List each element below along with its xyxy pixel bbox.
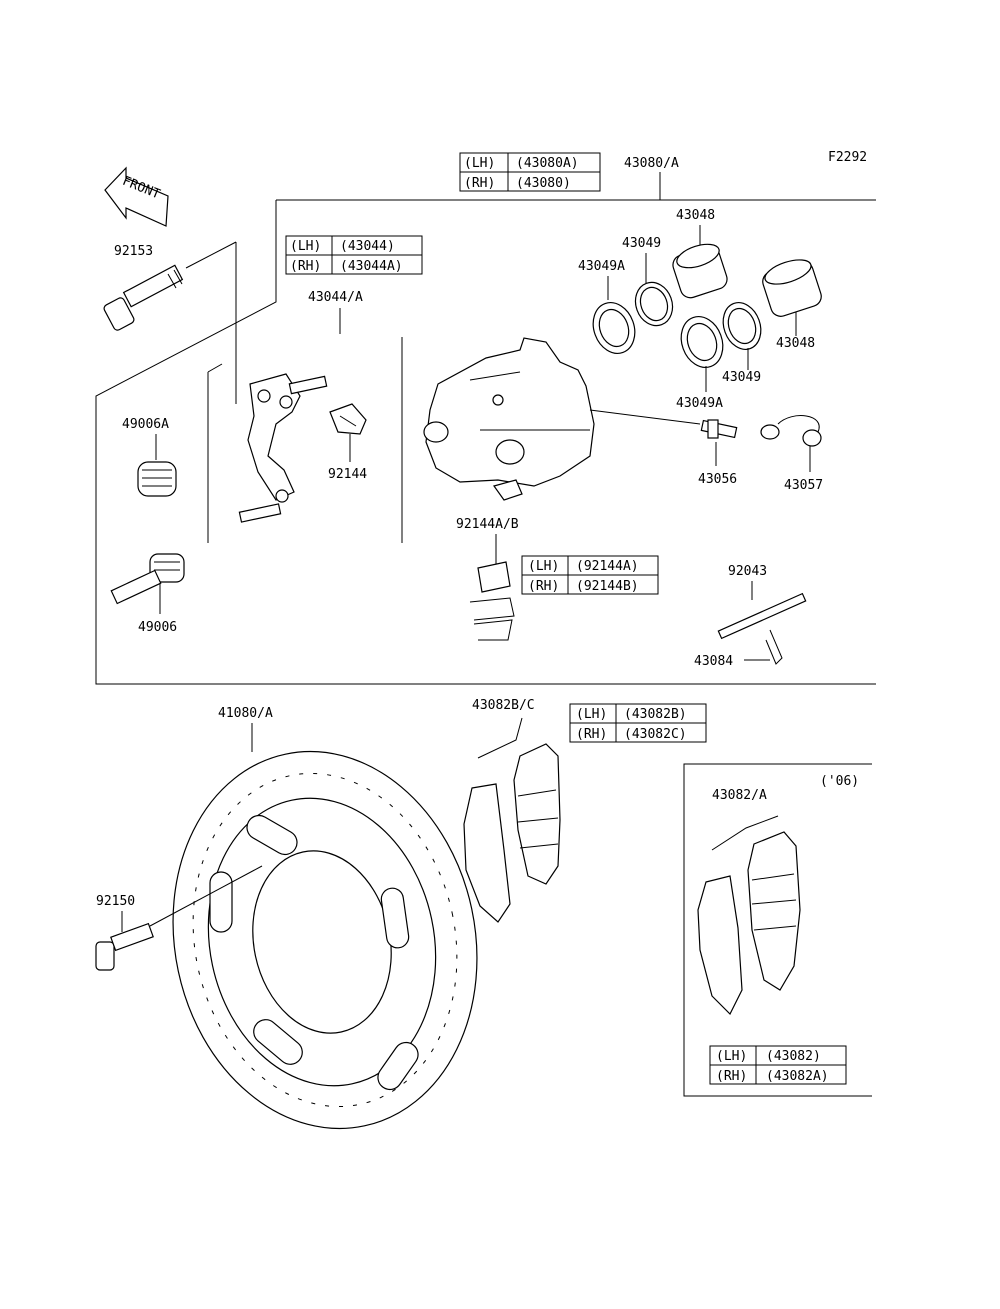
spring-lh-side: (LH) bbox=[528, 559, 559, 574]
label-seal-49-b: 43049 bbox=[722, 370, 761, 385]
spring-rh-part: (92144B) bbox=[576, 579, 639, 594]
pads-bc-rh-side: (RH) bbox=[576, 727, 607, 742]
caliper-group-outline bbox=[95, 199, 876, 685]
label-piston-b: 43048 bbox=[776, 336, 815, 351]
pads-a-rh-part: (43082A) bbox=[766, 1069, 829, 1084]
spring-rh-side: (RH) bbox=[528, 579, 559, 594]
label-bracket: 43044/A bbox=[308, 290, 363, 305]
pads-a-part bbox=[697, 831, 801, 1016]
bracket-rh-side: (RH) bbox=[290, 259, 321, 274]
pads-a-rh-side: (RH) bbox=[716, 1069, 747, 1084]
spring-variant-table: (LH) (92144A) (RH) (92144B) bbox=[521, 555, 659, 595]
pads-06-outline bbox=[683, 763, 872, 1097]
label-clip-92144: 92144 bbox=[328, 467, 367, 482]
pads-a-lh-part: (43082) bbox=[766, 1049, 821, 1064]
bracket-part bbox=[238, 373, 328, 523]
caliper-lh-side: (LH) bbox=[464, 156, 495, 171]
pin-clip-part bbox=[765, 629, 783, 665]
pads-bc-part bbox=[463, 743, 561, 923]
spring-lh-part: (92144A) bbox=[576, 559, 639, 574]
bracket-lh-side: (LH) bbox=[290, 239, 321, 254]
label-boot-a: 49006A bbox=[122, 417, 169, 432]
pads-a-variant-table: (LH) (43082) (RH) (43082A) bbox=[709, 1045, 847, 1085]
front-arrow-icon: FRONT bbox=[104, 166, 169, 227]
brake-disc-part bbox=[172, 750, 478, 1130]
boot-a-part bbox=[137, 461, 177, 497]
label-seal-49-a: 43049 bbox=[622, 236, 661, 251]
label-disc: 41080/A bbox=[218, 706, 273, 721]
caliper-body-part bbox=[423, 337, 595, 501]
clip-92144-part bbox=[329, 403, 367, 435]
label-year-note: ('06) bbox=[820, 774, 859, 789]
label-pad-pin: 92043 bbox=[728, 564, 767, 579]
bracket-lh-part: (43044) bbox=[340, 239, 395, 254]
label-bolt-upper: 92153 bbox=[114, 244, 153, 259]
label-pads-bc: 43082B/C bbox=[472, 698, 535, 713]
label-bleed-cap: 43057 bbox=[784, 478, 823, 493]
pad-pin-part bbox=[717, 592, 807, 640]
caliper-lh-part: (43080A) bbox=[516, 156, 579, 171]
bolt-upper-part bbox=[103, 264, 184, 331]
pads-bc-rh-part: (43082C) bbox=[624, 727, 687, 742]
label-bleed-valve: 43056 bbox=[698, 472, 737, 487]
spring-92144ab-part bbox=[469, 561, 515, 641]
disc-bolt-part bbox=[95, 922, 154, 971]
bracket-rh-part: (43044A) bbox=[340, 259, 403, 274]
label-pin-clip: 43084 bbox=[694, 654, 733, 669]
caliper-variant-table: (LH) (43080A) (RH) (43080) bbox=[459, 152, 601, 192]
label-spring-92144ab: 92144A/B bbox=[456, 517, 519, 532]
label-pin-49006: 49006 bbox=[138, 620, 177, 635]
label-disc-bolt: 92150 bbox=[96, 894, 135, 909]
pads-bc-variant-table: (LH) (43082B) (RH) (43082C) bbox=[569, 703, 707, 743]
label-pads-a: 43082/A bbox=[712, 788, 767, 803]
caliper-rh-side: (RH) bbox=[464, 176, 495, 191]
figure-code: F2292 bbox=[828, 150, 867, 165]
pin-49006-part bbox=[110, 553, 185, 605]
label-seal-49a-b: 43049A bbox=[676, 396, 723, 411]
label-seal-49a-a: 43049A bbox=[578, 259, 625, 274]
bracket-variant-table: (LH) (43044) (RH) (43044A) bbox=[285, 235, 423, 275]
label-piston-a: 43048 bbox=[676, 208, 715, 223]
label-caliper-assy: 43080/A bbox=[624, 156, 679, 171]
pads-bc-lh-part: (43082B) bbox=[624, 707, 687, 722]
bleed-cap-part bbox=[760, 415, 822, 447]
pads-a-lh-side: (LH) bbox=[716, 1049, 747, 1064]
pads-bc-lh-side: (LH) bbox=[576, 707, 607, 722]
caliper-rh-part: (43080) bbox=[516, 176, 571, 191]
bleed-valve-part bbox=[700, 419, 738, 439]
piston-b-part bbox=[762, 259, 822, 317]
piston-a-part bbox=[672, 243, 728, 299]
